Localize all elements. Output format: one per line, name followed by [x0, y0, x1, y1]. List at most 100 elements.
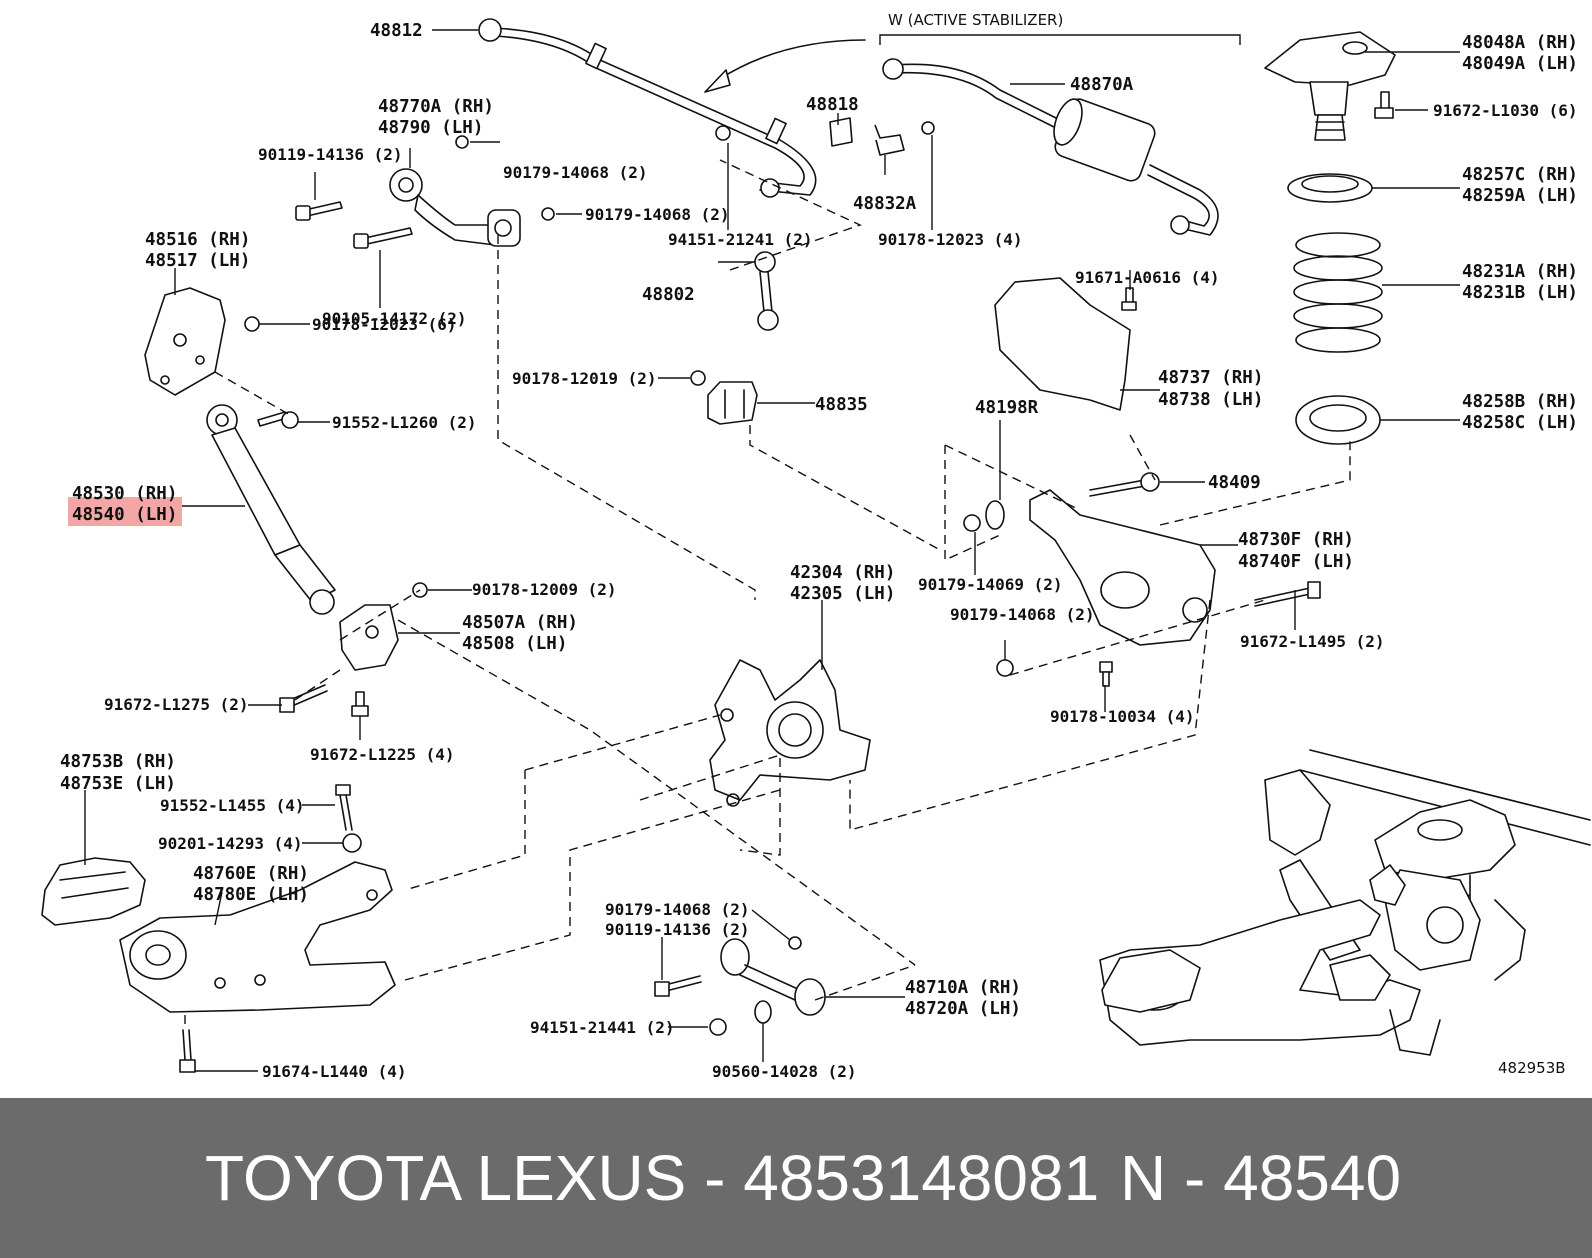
active-stabilizer — [879, 34, 1241, 236]
lower-arm — [119, 861, 396, 1013]
nut — [715, 125, 731, 141]
part-label: 48507A (RH) — [462, 613, 578, 633]
part-label: 90178-12019 (2) — [512, 369, 657, 388]
stabilizer-bar — [478, 18, 817, 198]
bracket — [144, 287, 226, 396]
nut — [788, 936, 802, 950]
part-label: 48710A (RH) — [905, 978, 1021, 998]
nut — [709, 1018, 727, 1036]
bracket — [339, 604, 399, 671]
part-label: 90178-12009 (2) — [472, 580, 617, 599]
part-label: 90179-14068 (2) — [585, 205, 730, 224]
part-label: 91672-L1275 (2) — [104, 695, 249, 714]
bolt — [1374, 91, 1394, 119]
part-label: 48818 — [806, 95, 859, 115]
bracket — [707, 381, 758, 425]
bolt — [257, 411, 299, 429]
cover — [41, 857, 146, 926]
bolt — [654, 975, 702, 997]
part-label-highlighted: 48540 (LH) — [72, 505, 177, 525]
washer — [342, 833, 362, 853]
diagram-code: 482953B — [1498, 1059, 1566, 1077]
part-label: 91552-L1260 (2) — [332, 413, 477, 432]
part-label: 91552-L1455 (4) — [160, 796, 305, 815]
upper-arm — [389, 168, 521, 247]
bolt — [353, 227, 413, 249]
part-label: 90201-14293 (4) — [158, 834, 303, 853]
part-label: 91672-L1495 (2) — [1240, 632, 1385, 651]
nut — [996, 659, 1014, 677]
part-label: 48530 (RH) — [72, 484, 177, 504]
part-label: 48517 (LH) — [145, 251, 250, 271]
bolt — [1121, 287, 1137, 311]
part-label: 90178-12023 (4) — [878, 230, 1023, 249]
part-label: 48048A (RH) — [1462, 33, 1578, 53]
part-label: 48870A — [1070, 75, 1134, 95]
upper-insulator — [1287, 173, 1373, 203]
arrow — [717, 39, 866, 81]
part-label: 48753E (LH) — [60, 774, 176, 794]
part-label: 48049A (LH) — [1462, 54, 1578, 74]
bolt — [179, 1029, 196, 1073]
part-label: 91672-L1225 (4) — [310, 745, 455, 764]
part-label: 48508 (LH) — [462, 634, 567, 654]
part-label: 48259A (LH) — [1462, 186, 1578, 206]
part-label: 94151-21241 (2) — [668, 230, 813, 249]
part-label: 48198R — [975, 398, 1039, 418]
part-label: 48770A (RH) — [378, 97, 494, 117]
bolt — [351, 691, 369, 717]
part-label: 48737 (RH) — [1158, 368, 1263, 388]
bolt — [1099, 661, 1113, 687]
bracket — [994, 277, 1131, 411]
part-label: 48258C (LH) — [1462, 413, 1578, 433]
part-label: 94151-21441 (2) — [530, 1018, 675, 1037]
bolt — [279, 684, 328, 713]
part-label: 48753B (RH) — [60, 752, 176, 772]
part-label: 48730F (RH) — [1238, 530, 1354, 550]
footer-bar: TOYOTA LEXUS - 4853148081 N - 48540 — [0, 1098, 1592, 1258]
part-label: 48790 (LH) — [378, 118, 483, 138]
part-label: 90179-14068 (2) — [605, 900, 750, 919]
part-label: 48231B (LH) — [1462, 283, 1578, 303]
nut — [455, 135, 469, 149]
part-label: 90105-14172 (2) — [322, 309, 467, 328]
bolt — [295, 201, 343, 221]
coil-spring — [1293, 232, 1383, 353]
part-label: 90179-14068 (2) — [950, 605, 1095, 624]
assembly-view — [1099, 749, 1591, 1056]
part-label: 48409 — [1208, 473, 1261, 493]
part-label: 90179-14068 (2) — [503, 163, 648, 182]
part-label: 48740F (LH) — [1238, 552, 1354, 572]
part-label: 90560-14028 (2) — [712, 1062, 857, 1081]
bolt — [335, 784, 353, 831]
nut — [244, 316, 260, 332]
parts-diagram: W (ACTIVE STABILIZER) 48812 48870A 48048… — [41, 11, 1591, 1081]
part-label: 48738 (LH) — [1158, 390, 1263, 410]
upper-support — [1264, 31, 1396, 141]
group-label: W (ACTIVE STABILIZER) — [888, 11, 1063, 29]
nut — [541, 207, 555, 221]
part-label: 48258B (RH) — [1462, 392, 1578, 412]
part-label: 42305 (LH) — [790, 584, 895, 604]
part-label: 90119-14136 (2) — [605, 920, 750, 939]
rod — [720, 938, 826, 1016]
bolt — [1089, 472, 1160, 497]
part-label: 42304 (RH) — [790, 563, 895, 583]
stabilizer-link — [754, 251, 779, 331]
part-label: 90119-14136 (2) — [258, 145, 403, 164]
bushing — [829, 117, 853, 147]
part-title: TOYOTA LEXUS - 4853148081 — [205, 1142, 1100, 1214]
part-label: 48812 — [370, 21, 423, 41]
guide-lines — [184, 159, 1351, 1030]
shock-absorber — [206, 404, 336, 615]
part-reference: N - 48540 — [1120, 1142, 1402, 1214]
part-label: 90178-12023 (6) — [312, 315, 457, 334]
lower-control-arm — [1029, 489, 1216, 646]
part-label: 91671-A0616 (4) — [1075, 268, 1220, 287]
washer — [754, 1000, 772, 1024]
part-label: 48832A — [853, 194, 917, 214]
leader-lines — [84, 29, 1460, 1072]
part-label: 90179-14069 (2) — [918, 575, 1063, 594]
part-label: 48231A (RH) — [1462, 262, 1578, 282]
part-label: 48835 — [815, 395, 868, 415]
